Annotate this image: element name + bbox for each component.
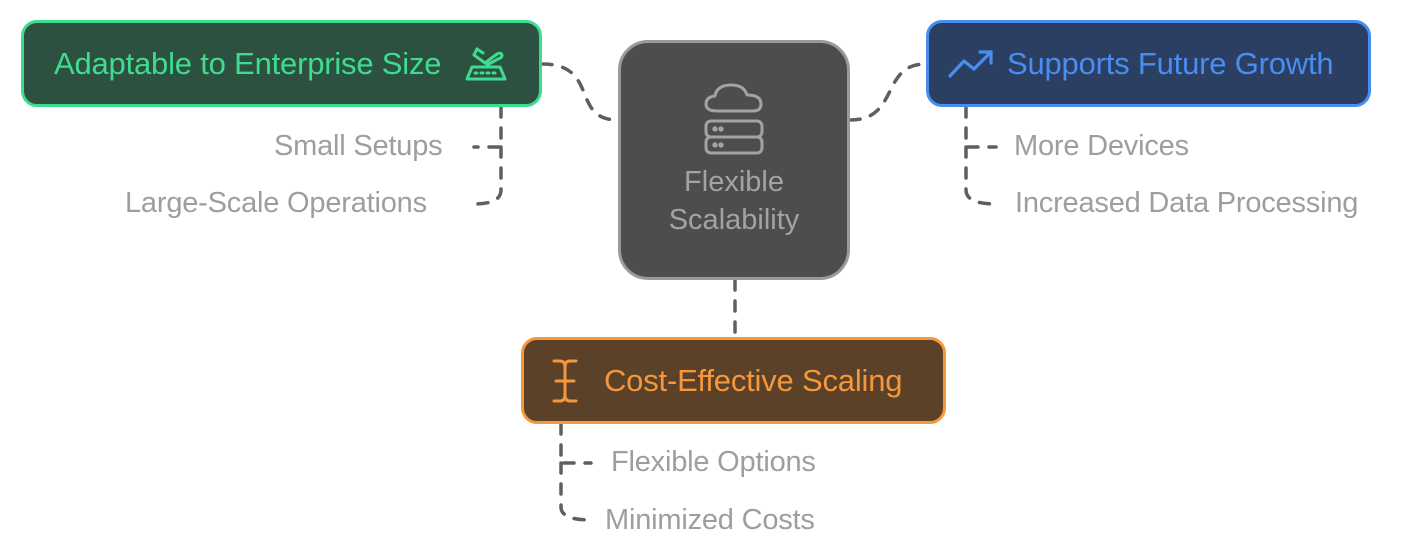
connector-large-scale <box>472 145 503 206</box>
connector-more-devices <box>964 105 998 149</box>
branch-label: Cost-Effective Scaling <box>604 362 903 398</box>
branch-adaptable-to-enterprise-size[interactable]: Adaptable to Enterprise Size <box>21 20 542 107</box>
connector-center-to-growth <box>848 62 928 122</box>
cloud-server-icon <box>703 81 765 157</box>
center-title-line-1: Flexible <box>684 166 784 198</box>
branch-label: Adaptable to Enterprise Size <box>54 45 442 81</box>
text-cursor-icon <box>550 357 580 405</box>
leaf-large-scale-operations: Large-Scale Operations <box>125 187 427 219</box>
trending-up-icon <box>947 46 995 82</box>
center-title: Flexible Scalability <box>669 163 800 239</box>
leaf-flexible-options: Flexible Options <box>611 446 816 478</box>
connector-flexible-options <box>559 422 593 465</box>
branch-supports-future-growth[interactable]: Supports Future Growth <box>926 20 1371 107</box>
leaf-minimized-costs: Minimized Costs <box>605 504 815 536</box>
center-title-line-2: Scalability <box>668 204 800 236</box>
branch-label: Supports Future Growth <box>1007 45 1334 81</box>
leaf-increased-data-processing: Increased Data Processing <box>1015 187 1359 219</box>
center-node-flexible-scalability[interactable]: Flexible Scalability <box>618 40 850 280</box>
plane-landing-icon <box>463 41 509 87</box>
branch-cost-effective-scaling[interactable]: Cost-Effective Scaling <box>521 337 946 424</box>
connector-minimized-costs <box>559 461 593 522</box>
leaf-more-devices: More Devices <box>1014 130 1189 162</box>
connector-small-setups <box>472 105 503 149</box>
leaf-small-setups: Small Setups <box>274 130 443 162</box>
connector-adaptable-to-center <box>540 62 620 122</box>
connector-increased-data <box>964 145 998 206</box>
